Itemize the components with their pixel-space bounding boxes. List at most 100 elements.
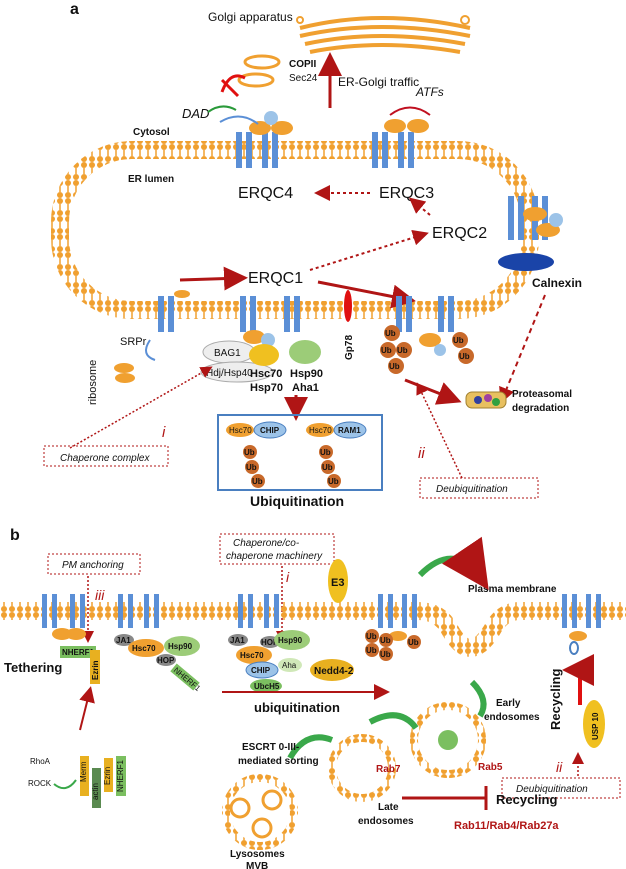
ub-label: Ub: [385, 329, 396, 338]
aha1-label: Aha1: [292, 382, 319, 394]
erqc2-to-erqc3-arrow: [408, 197, 431, 216]
aha-label: Aha: [282, 661, 297, 670]
rab7-label: Rab7: [376, 764, 401, 775]
ubch5-label: UbcH5: [254, 682, 280, 691]
hsc70-label: Hsc70: [250, 368, 282, 380]
hsc70-box-label: Hsc70: [229, 426, 252, 435]
late-label-2: endosomes: [358, 816, 414, 827]
ub-protein-a: [396, 296, 454, 356]
copii-vesicle: [243, 54, 281, 70]
calnexin-to-proteasome-arrow: [499, 294, 546, 404]
erqc2-label: ERQC2: [432, 225, 487, 242]
ub-label: Ub: [246, 463, 257, 472]
ribosome-label: ribosome: [87, 360, 99, 405]
ub-label: Ub: [252, 477, 263, 486]
chap-co-label-1: Chaperone/co-: [233, 538, 300, 549]
plasma-membrane-label: Plasma membrane: [468, 584, 557, 595]
ja1-b2-label: JA1: [230, 636, 245, 645]
hsc70-b2-label: Hsc70: [240, 651, 264, 660]
pm-protein-5: [562, 594, 601, 655]
chaperone-complex-box: [43, 445, 169, 467]
block-mark: [220, 78, 240, 98]
bag1-label: BAG1: [214, 348, 241, 359]
tether-arrow: [79, 686, 95, 731]
cytosol-label: Cytosol: [133, 127, 170, 138]
early-label-2: endosomes: [484, 712, 540, 723]
blocked-arrow: [220, 74, 246, 93]
nherf1-shape: [60, 646, 96, 658]
proteasomal-label: Proteasomal: [512, 389, 572, 400]
rhoa-label: RhoA: [30, 757, 51, 766]
proteasome: [465, 391, 507, 409]
golgi-label: Golgi apparatus: [208, 10, 293, 24]
deubiq-box-a: [419, 477, 539, 499]
rab11-label: Rab11/Rab4/Rab27a: [454, 820, 559, 832]
pm-protein-2: [118, 594, 159, 628]
degradation-label: degradation: [512, 403, 569, 414]
deubiq-pointer-a: [416, 382, 463, 479]
ub-label: Ub: [366, 646, 377, 655]
to-early-arrow: [469, 679, 487, 718]
into-erqc1-arrow: [179, 266, 248, 291]
chip-b-label: CHIP: [251, 666, 271, 675]
gp78-label: Gp78: [344, 335, 355, 360]
sec24-label: Sec24: [289, 73, 318, 84]
erqc4-protein: [219, 111, 293, 168]
erqc3-protein: [372, 106, 431, 168]
endocytosis-arrow: [417, 536, 489, 590]
roman-iii: iii: [95, 587, 105, 603]
panel-b-label: b: [10, 527, 20, 544]
ubiquitination-label: Ubiquitination: [250, 493, 344, 509]
atfs-label: ATFs: [415, 85, 444, 99]
chap-co-label-2: chaperone machinery: [226, 551, 323, 562]
ub-label: Ub: [459, 352, 470, 361]
ub-cluster-box: [243, 445, 341, 488]
ub-label: Ub: [380, 650, 391, 659]
ub-label: Ub: [381, 346, 392, 355]
ram1-label: RAM1: [338, 426, 361, 435]
chaperone-machinery-box: [219, 533, 335, 565]
erqc1-to-ub-arrow: [317, 280, 416, 309]
recycling-vertical-label: Recycling: [548, 669, 563, 730]
rab5-label: Rab5: [478, 762, 503, 773]
pm-anchoring-label: PM anchoring: [62, 560, 124, 571]
recycling-up-arrow: [562, 654, 594, 705]
erqc1-to-erqc2-arrow: [309, 229, 429, 271]
pm-anchoring-box: [47, 553, 141, 575]
actin-label: actin: [91, 783, 100, 800]
golgi-apparatus: [296, 15, 471, 54]
hsc70-box-label-2: Hsc70: [309, 426, 332, 435]
deubiq-label-a: Deubiquitination: [436, 484, 508, 495]
merm-label: Merm: [79, 761, 88, 782]
early-label-1: Early: [496, 698, 521, 709]
chaperone-pointer: [69, 366, 213, 449]
chip-label: CHIP: [260, 426, 280, 435]
escrt-label-1: ESCRT 0-III-: [242, 742, 299, 753]
plasma-membrane: [0, 602, 418, 620]
lysosome: [222, 774, 298, 850]
ub-label: Ub: [453, 336, 464, 345]
ub-label: Ub: [408, 638, 419, 647]
gp78-shape: [344, 290, 352, 322]
roman-ii-b: ii: [556, 759, 563, 775]
roman-i-b: i: [286, 569, 290, 585]
escrt-label-2: mediated sorting: [238, 756, 319, 767]
ja1-label: JA1: [116, 636, 131, 645]
hsp90-shape: [289, 340, 321, 364]
hop-label: HOP: [157, 656, 175, 665]
late-label-1: Late: [378, 802, 399, 813]
erqc4-label: ERQC4: [238, 185, 293, 202]
nherf1-label: NHERF1: [62, 648, 95, 657]
hsp70-label: Hsp70: [250, 382, 283, 394]
ub-label: Ub: [322, 463, 333, 472]
ub-cluster-a1: [380, 325, 412, 374]
usp10-label: USP 10: [591, 712, 600, 740]
srpr-protein: [145, 290, 190, 361]
lysosomes-label: Lysosomes: [230, 849, 285, 860]
ub-label: Ub: [328, 477, 339, 486]
sec24-vesicle: [237, 72, 275, 88]
deubiq-label-b: Deubiquitination: [516, 784, 588, 795]
e3-label: E3: [331, 577, 344, 589]
er-golgi-label: ER-Golgi traffic: [338, 75, 419, 89]
hsc70-b-label: Hsc70: [132, 644, 156, 653]
